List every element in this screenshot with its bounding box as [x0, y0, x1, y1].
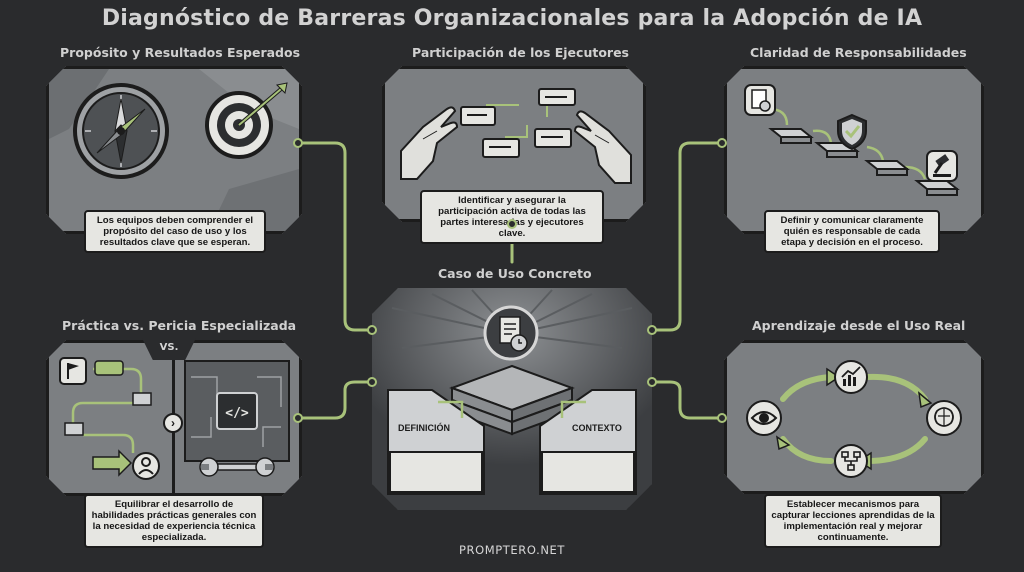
caption-aprendizaje: Establecer mecanismos para capturar lecc…: [764, 494, 942, 548]
heading-caso: Caso de Uso Concreto: [438, 266, 592, 281]
flow-icon: [833, 443, 869, 479]
panel-aprendizaje: [724, 340, 984, 494]
panel-practica: </> ›: [46, 340, 302, 496]
heading-practica: Práctica vs. Pericia Especializada: [62, 318, 297, 333]
heading-proposito: Propósito y Resultados Esperados: [60, 45, 301, 60]
connector-dot: [293, 138, 303, 148]
chart-icon: [833, 359, 869, 395]
gavel-icon: [925, 149, 959, 183]
connector-dot: [647, 325, 657, 335]
responsibility-stairs: [727, 69, 981, 219]
label-contexto: CONTEXTO: [572, 423, 622, 433]
chevron-right-icon: ›: [163, 413, 183, 433]
chat-bubble-icon: [447, 77, 587, 177]
connector-dot: [717, 138, 727, 148]
heading-claridad: Claridad de Responsabilidades: [750, 45, 967, 60]
compass-icon: [71, 81, 171, 181]
caption-proposito: Los equipos deben comprender el propósit…: [84, 210, 266, 253]
page-title: Diagnóstico de Barreras Organizacionales…: [101, 6, 923, 31]
target-icon: [199, 81, 289, 161]
caption-participacion: Identificar y asegurar la participación …: [420, 190, 604, 244]
svg-text:</>: </>: [225, 406, 249, 421]
caption-practica: Equilibrar el desarrollo de habilidades …: [84, 494, 264, 548]
heading-aprendizaje: Aprendizaje desde el Uso Real: [752, 318, 966, 333]
connector-dot: [367, 325, 377, 335]
wrench-icon: [197, 455, 277, 479]
panel-proposito: [46, 66, 302, 234]
code-icon: </>: [177, 357, 297, 487]
connector-dot: [647, 377, 657, 387]
caption-claridad: Definir y comunicar claramente quién es …: [764, 210, 940, 253]
flag-icon: [59, 357, 87, 385]
connector-dot: [367, 377, 377, 387]
shield-check-icon: [835, 113, 869, 151]
label-definicion: DEFINICIÓN: [398, 423, 451, 433]
connector-dot: [507, 219, 517, 229]
vs-badge: VS.: [142, 338, 196, 360]
footer-brand: PROMPTERO.NET: [458, 543, 566, 557]
panel-claridad: [724, 66, 984, 234]
eye-icon: [745, 399, 783, 437]
robotic-hand-icon: [569, 95, 639, 185]
heading-participacion: Participación de los Ejecutores: [412, 45, 629, 60]
document-gear-icon: [743, 83, 777, 117]
learning-cycle: [727, 343, 981, 491]
user-icon: [131, 451, 161, 481]
connector-dot: [293, 413, 303, 423]
panel-caso: [372, 288, 652, 510]
connector-dot: [717, 413, 727, 423]
brain-icon: [925, 399, 963, 437]
document-clock-icon: [483, 305, 539, 361]
robotic-hand-icon: [393, 91, 463, 181]
practice-path: [53, 353, 173, 483]
